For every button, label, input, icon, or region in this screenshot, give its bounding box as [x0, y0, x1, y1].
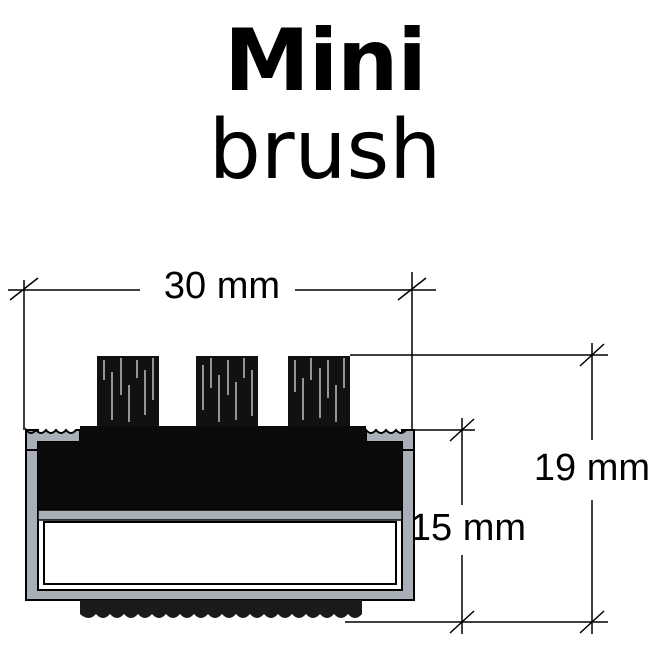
width-tick-left [9, 277, 39, 301]
width-tick-right [397, 277, 427, 301]
profile-height-tick-bottom [449, 610, 475, 634]
width-label: 30 mm [164, 265, 280, 307]
bristle-tuft-2 [196, 356, 258, 426]
profile-height-label: 15 mm [410, 507, 526, 549]
aluminium-profile [25, 426, 415, 618]
width-dimension [8, 272, 436, 430]
total-height-tick-top [579, 343, 605, 367]
profile-height-dimension [412, 418, 475, 634]
total-height-label: 19 mm [534, 447, 650, 489]
bristle-tuft-3 [288, 356, 350, 426]
profile-height-tick-top [449, 418, 475, 442]
title-brush: brush [208, 103, 442, 198]
total-height-dimension [345, 343, 608, 634]
total-height-tick-bottom [579, 610, 605, 634]
bristle-tuft-1 [97, 356, 159, 426]
title-mini: Mini [224, 11, 427, 111]
bristle-tufts [97, 356, 350, 426]
